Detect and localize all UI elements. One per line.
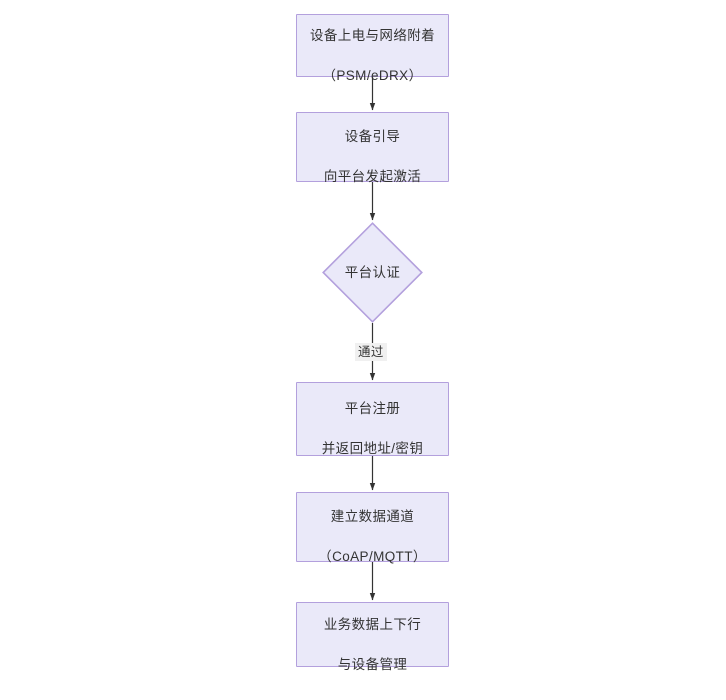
node-bootstrap-line2: 向平台发起激活 <box>323 169 422 184</box>
node-bootstrap[interactable]: 设备引导 向平台发起激活 <box>296 112 449 184</box>
node-power-on[interactable]: 设备上电与网络附着 （PSM/eDRX） <box>296 14 449 83</box>
node-platform-register-line1: 平台注册 <box>344 401 401 416</box>
node-data-channel-line2: （CoAP/MQTT） <box>318 549 427 564</box>
node-bootstrap-line1: 设备引导 <box>344 129 401 144</box>
node-data-channel-line1: 建立数据通道 <box>330 509 415 524</box>
node-platform-register-line2: 并返回地址/密钥 <box>321 441 424 456</box>
node-platform-register[interactable]: 平台注册 并返回地址/密钥 <box>296 382 449 456</box>
node-power-on-line1: 设备上电与网络附着 <box>309 27 436 43</box>
edge-label-pass: 通过 <box>355 343 387 361</box>
node-platform-auth-label: 平台认证 <box>344 264 401 280</box>
node-power-on-label: 设备上电与网络附着 （PSM/eDRX） <box>310 6 435 86</box>
node-business-data-line2: 与设备管理 <box>337 656 408 672</box>
node-platform-register-label: 平台注册 并返回地址/密钥 <box>322 379 423 459</box>
node-business-data[interactable]: 业务数据上下行 与设备管理 <box>296 602 449 672</box>
node-bootstrap-label: 设备引导 向平台发起激活 <box>324 107 421 187</box>
node-business-data-line1: 业务数据上下行 <box>323 616 422 632</box>
node-data-channel[interactable]: 建立数据通道 （CoAP/MQTT） <box>296 492 449 564</box>
node-power-on-line2: （PSM/eDRX） <box>322 67 423 83</box>
diamond-shape-icon <box>322 222 423 323</box>
node-platform-auth[interactable]: 平台认证 <box>322 222 423 323</box>
node-data-channel-label: 建立数据通道 （CoAP/MQTT） <box>318 487 427 567</box>
node-business-data-label: 业务数据上下行 与设备管理 <box>324 595 421 675</box>
